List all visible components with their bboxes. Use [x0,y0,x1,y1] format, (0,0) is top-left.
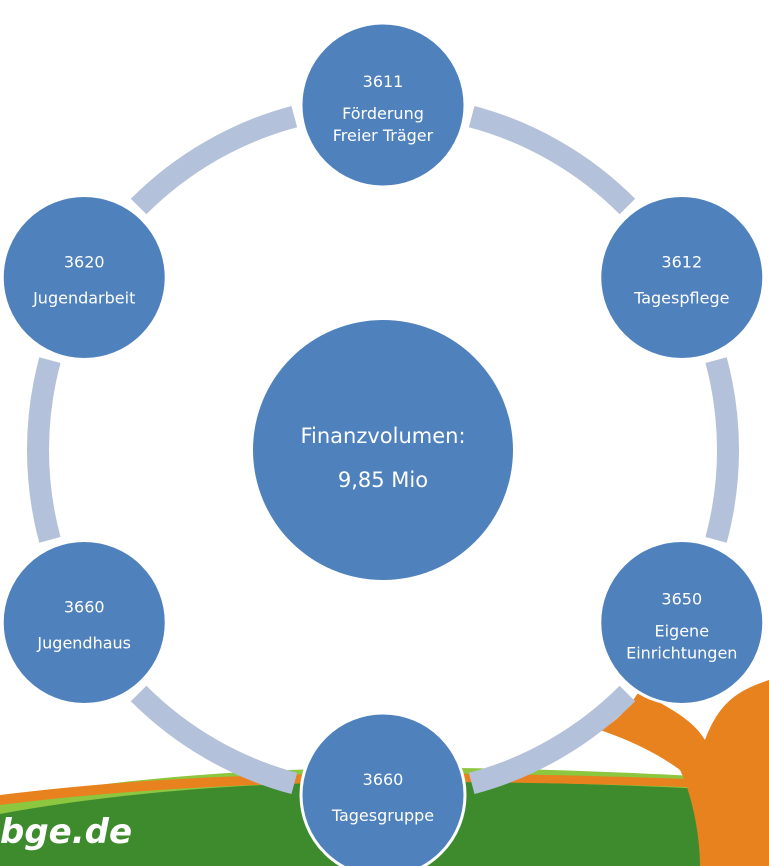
node-label: Jugendarbeit [32,289,135,308]
center-label: Finanzvolumen: [300,424,465,448]
node-code: 3650 [661,590,702,609]
ring-segment [468,105,636,215]
node-code: 3611 [363,72,404,91]
ring-segment [130,685,298,795]
ring-segment [130,105,298,215]
center-node: Finanzvolumen: 9,85 Mio [253,320,513,580]
node-circle [299,711,467,866]
node-code: 3660 [363,770,404,789]
node-code: 3660 [64,598,105,617]
node-label: Förderung [342,104,424,123]
node-circle [299,21,467,189]
center-circle [253,320,513,580]
node-circle [598,539,766,706]
ring-segment [27,357,61,543]
node-label: Eigene [655,622,710,641]
ring-segment [468,685,636,795]
node-code: 3620 [64,253,105,272]
cycle-ring [27,105,739,795]
node-code: 3612 [661,253,702,272]
node-label: Einrichtungen [626,644,737,663]
ring-segment [705,357,739,543]
node-label: Jugendhaus [36,634,131,653]
orange-tree [600,680,769,866]
node-label: Tagespflege [633,289,729,308]
orange-band [0,773,769,805]
node-label: Freier Träger [333,126,434,145]
url-text: bge.de [0,812,132,852]
node-circle [0,539,168,706]
center-value: 9,85 Mio [338,468,428,492]
node-circle [0,194,168,361]
node-circle [598,194,766,361]
node-label: Tagesgruppe [331,806,434,825]
